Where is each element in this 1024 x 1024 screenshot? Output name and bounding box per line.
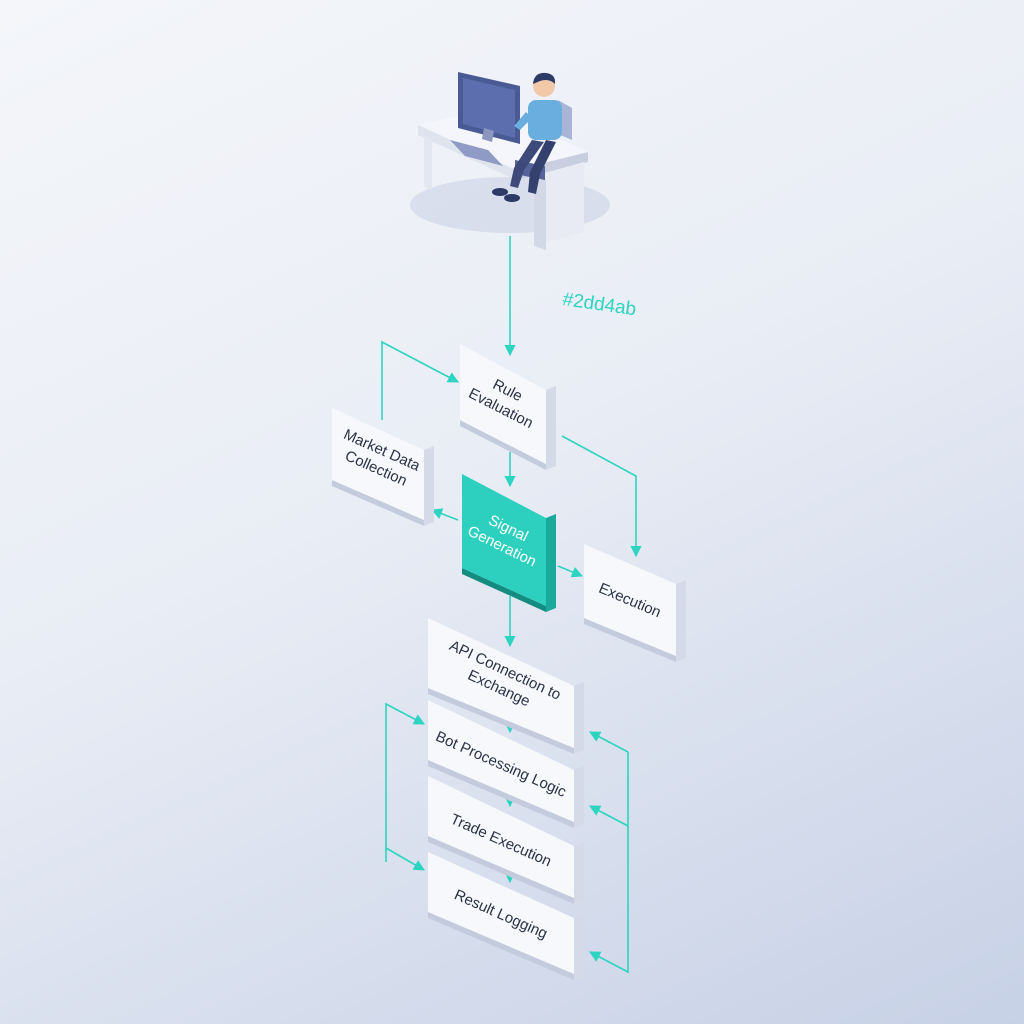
arrow-right-loop-bot bbox=[589, 805, 629, 827]
node-trade-execution: Trade Execution bbox=[428, 776, 584, 904]
arrow-right-loop-api bbox=[589, 731, 629, 753]
person-body bbox=[528, 100, 562, 140]
arrow-loop-to-rule-evaluation bbox=[381, 340, 459, 420]
connector-arrows bbox=[381, 236, 642, 974]
node-execution: Execution bbox=[584, 544, 686, 662]
arrow-right-loop-result bbox=[589, 752, 629, 974]
arrow-left-loop-top bbox=[385, 702, 425, 862]
node-api-connection: API Connection to Exchange bbox=[428, 618, 584, 754]
node-signal-generation: Signal Generation bbox=[462, 474, 556, 612]
node-rule-evaluation: Rule Evaluation bbox=[460, 344, 556, 470]
person-at-desk-illustration bbox=[410, 72, 610, 250]
keyboard-icon bbox=[450, 140, 503, 166]
node-result-logging: Result Logging bbox=[428, 852, 584, 980]
arrow-rule-evaluation-to-execution bbox=[561, 435, 642, 558]
color-annotation: #2dd4ab bbox=[561, 289, 637, 320]
arrow-left-loop-bottom bbox=[385, 847, 425, 871]
node-market-data-collection: Market Data Collection bbox=[332, 408, 434, 526]
arrow-signal-to-market-data bbox=[430, 508, 459, 521]
arrow-signal-to-execution bbox=[557, 565, 584, 578]
